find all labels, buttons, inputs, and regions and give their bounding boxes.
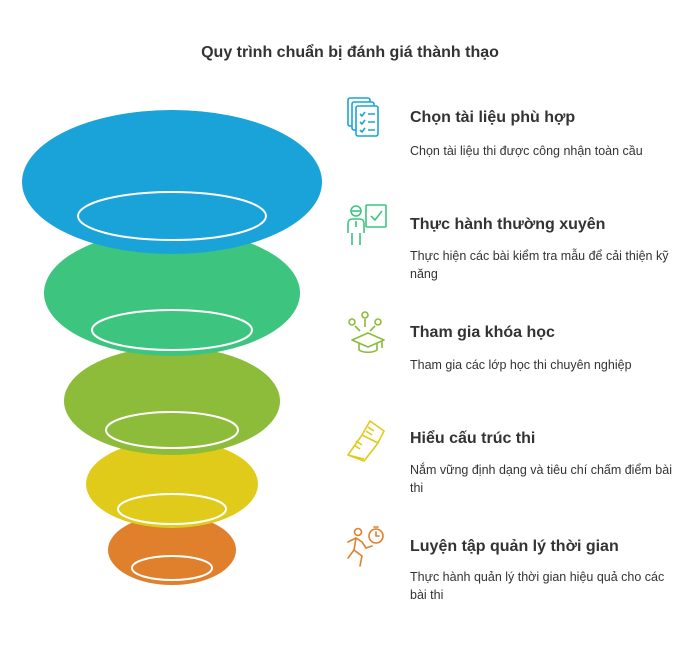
funnel-layer-3	[64, 347, 280, 455]
funnel-layer-1	[22, 110, 322, 254]
step-description: Thực hiện các bài kiểm tra mẫu để cải th…	[410, 249, 669, 281]
documents-checklist-icon	[344, 96, 384, 140]
person-checkboard-icon	[344, 203, 387, 247]
step-description: Chọn tài liệu thi được công nhận toàn cầ…	[410, 144, 643, 158]
step-title: Chọn tài liệu phù hợp	[410, 109, 576, 126]
step-description: Tham gia các lớp học thi chuyên nghiệp	[410, 358, 632, 372]
graduation-cap-icon	[344, 310, 385, 354]
step-description: Thực hành quản lý thời gian hiệu quả cho…	[410, 570, 665, 602]
step-title: Hiểu cấu trúc thi	[410, 430, 536, 447]
step-title: Luyện tập quản lý thời gian	[410, 538, 619, 555]
open-book-icon	[344, 417, 385, 462]
funnel-layer-5	[108, 515, 236, 585]
funnel-layer-2	[44, 230, 300, 356]
step-description: Nắm vững định dạng và tiêu chí chấm điểm…	[410, 463, 672, 495]
funnel-layer-4	[86, 440, 258, 528]
page-title: Quy trình chuẩn bị đánh giá thành thạo	[201, 44, 499, 61]
funnel-diagram	[22, 110, 322, 585]
running-stopwatch-icon	[344, 524, 384, 568]
step-title: Tham gia khóa học	[410, 324, 555, 341]
step-title: Thực hành thường xuyên	[410, 216, 606, 233]
